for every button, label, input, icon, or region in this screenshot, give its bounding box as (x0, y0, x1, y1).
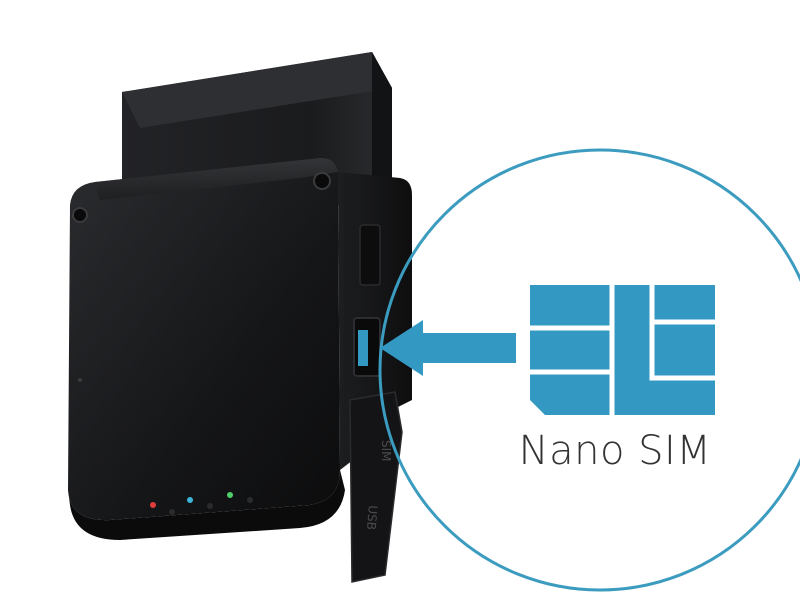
obd-device: SIM USB (68, 52, 412, 583)
sim-caption: Nano SIM (518, 428, 712, 474)
flap-usb-label: USB (364, 505, 380, 531)
sim-card-icon (527, 282, 718, 418)
screw-hole-right (313, 172, 331, 190)
device-bottom-face (68, 470, 345, 540)
insert-arrow-icon (380, 320, 516, 376)
led-blue (187, 497, 193, 503)
device-body (68, 157, 340, 521)
screw-hole-left (72, 207, 88, 223)
flap-sim-label: SIM (379, 440, 393, 462)
usb-flap (349, 391, 403, 583)
led-red (150, 502, 156, 508)
led-green (227, 492, 233, 498)
callout-ring (378, 148, 800, 592)
